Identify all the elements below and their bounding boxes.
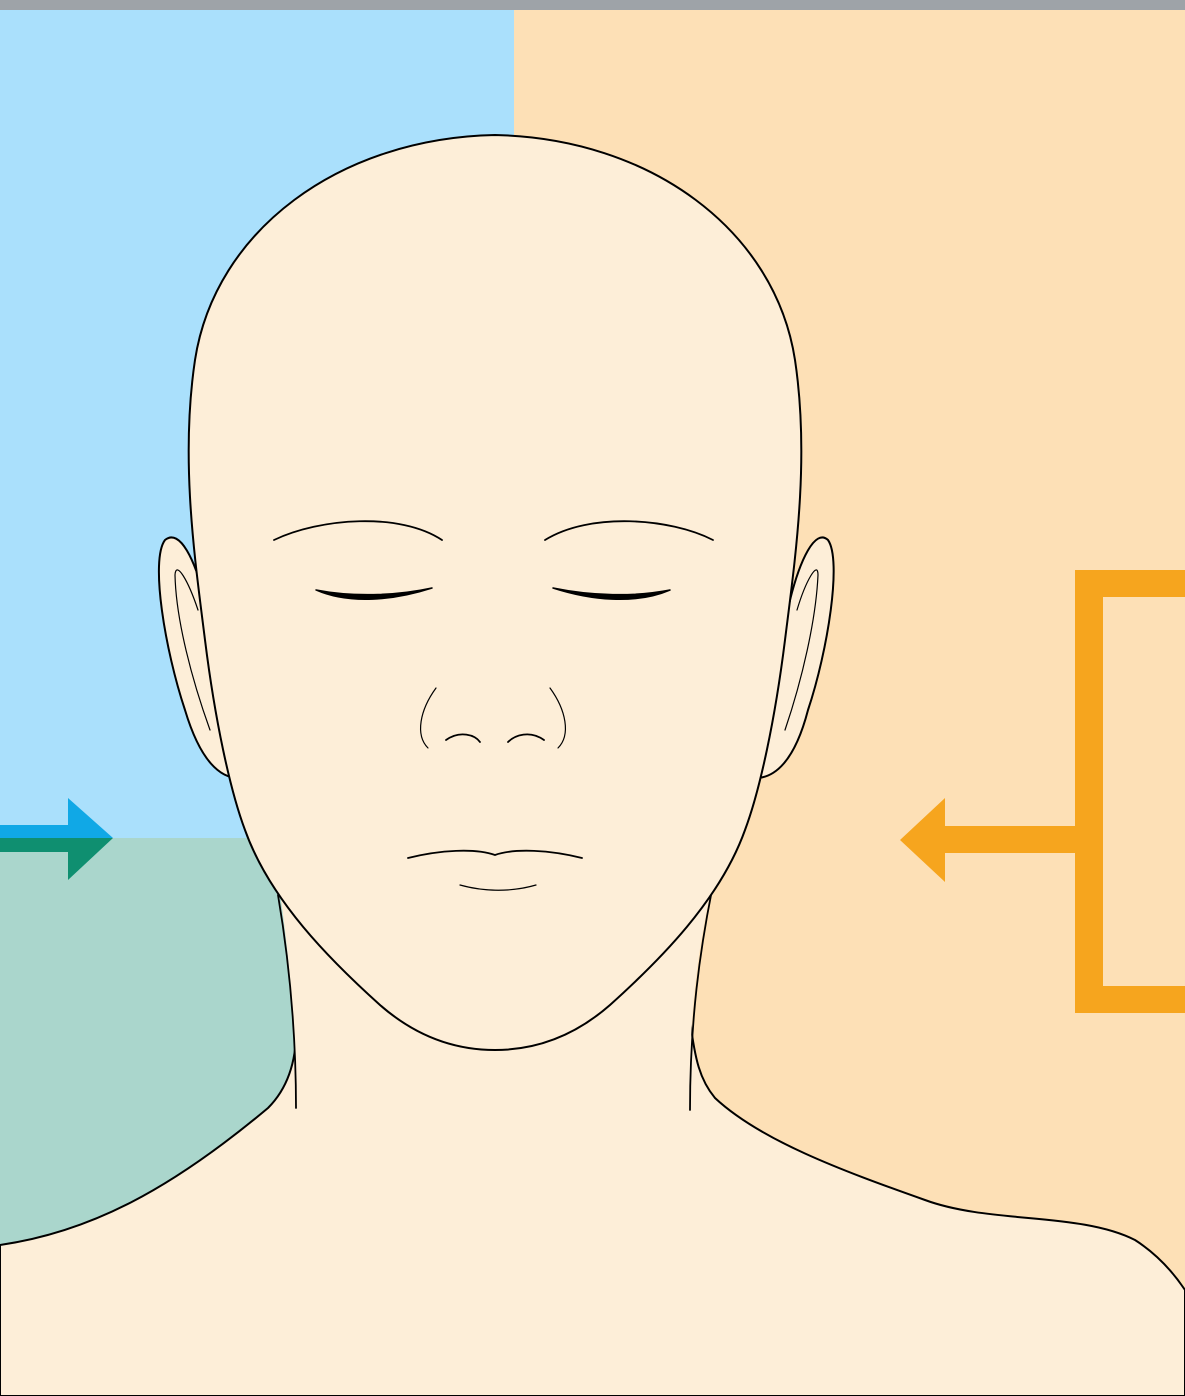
top-bar <box>0 0 1185 10</box>
